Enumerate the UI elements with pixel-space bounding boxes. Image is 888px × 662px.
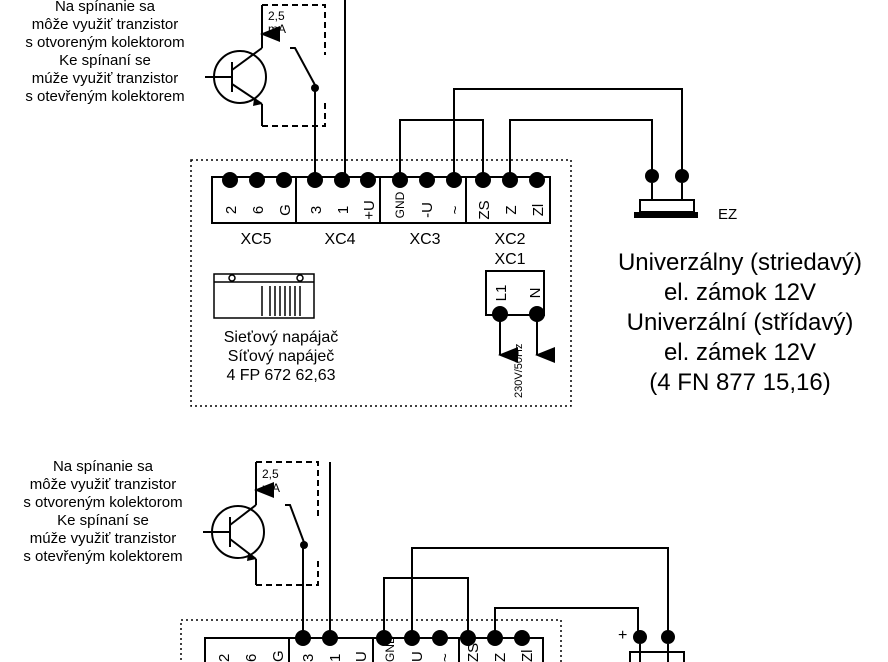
xc4-pin-3: U [353,651,370,662]
xc4-label: XC4 [324,231,355,248]
top-diagram: 2,5 mA 2 6 G 3 1 [190,0,737,407]
xc5-pin-1: 2 [216,654,233,662]
xc2-pin-3: Zl [519,650,536,662]
xc1-terminal [485,270,545,316]
xc3-pin-1: GND [393,191,407,218]
xc4-pin-1: 3 [308,206,325,214]
xc5-pin-2: 6 [243,654,260,662]
lock-wires [383,547,669,638]
lock-title: Univerzálny (striedavý) el. zámok 12V Un… [617,249,863,396]
xc5-pin-3: G [277,204,294,216]
xc4-pin-1: 3 [300,654,317,662]
xc4-pin-2: 1 [335,206,352,214]
lock-icon [634,169,698,218]
pin-labels: 2 6 G 3 1 +U GND -U ~ ZS Z Zl [223,191,547,219]
lock-wires [399,88,683,180]
xc1-pin-1: L1 [493,285,510,302]
xc1-label: XC1 [494,251,525,268]
power-supply-icon [213,273,315,319]
xc4-pin-2: 1 [327,654,344,662]
xc5-pin-3: G [270,650,287,662]
xc3-pin-1: GND [383,635,397,662]
current-unit: mA [268,22,286,36]
current-value: 2,5 [262,467,279,481]
xc5-pin-1: 2 [223,206,240,214]
relay-contact [285,462,331,638]
xc5-pin-2: 6 [250,206,267,214]
pin-labels: 2 6 G 3 1 U GND U ~ ZS Z Zl [216,635,536,662]
xc2-pin-1: ZS [465,643,482,662]
lock-label: EZ [718,206,737,223]
xc2-pin-1: ZS [476,200,493,219]
xc3-pin-2: -U [419,202,436,218]
transistor-note: Na spínanie sa môže využiť tranzistor s … [25,0,185,105]
xc2-pin-2: Z [492,653,509,662]
xc3-label: XC3 [409,231,440,248]
lock-plus: + [618,627,627,644]
xc1-pin-2: N [527,288,544,299]
relay-contact [290,0,346,177]
xc5-label: XC5 [240,231,271,248]
current-value: 2,5 [268,9,285,23]
transistor-icon [205,5,267,126]
mains-label: 230V/50Hz [513,344,525,398]
xc2-label: XC2 [494,231,525,248]
power-supply-caption: Sieťový napájač Síťový napáječ 4 FP 672 … [223,329,339,384]
xc2-pin-3: Zl [530,204,547,217]
module-box [180,619,562,662]
bottom-diagram: 2,5 mA 2 6 G 3 1 U GND U [180,461,685,662]
current-unit: mA [262,481,280,495]
xc3-pin-2: U [409,651,426,662]
xc4-pin-3: +U [361,200,378,220]
xc2-pin-2: Z [503,205,520,214]
transistor-note: Na spínanie sa môže využiť tranzistor s … [23,458,183,565]
transistor-icon [203,462,265,585]
terminal-dots [222,172,545,188]
xc3-pin-3: ~ [447,205,464,214]
xc3-pin-3: ~ [437,653,454,662]
module-box [190,159,572,407]
